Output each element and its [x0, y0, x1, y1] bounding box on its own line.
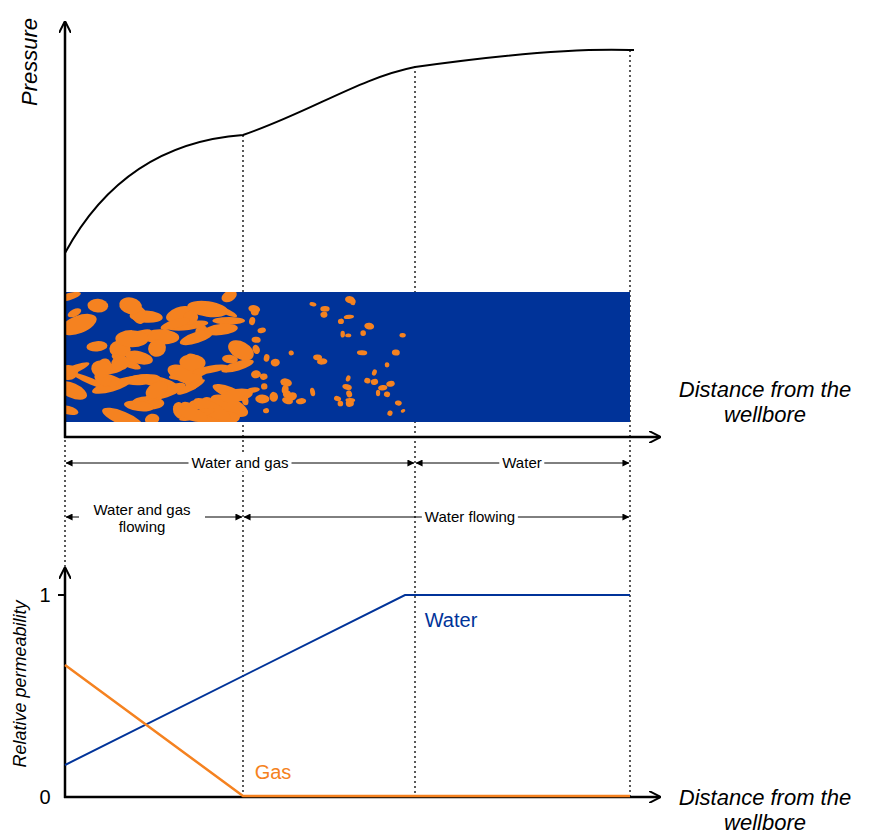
- gas-bubble: [66, 359, 91, 383]
- gas-bubble: [212, 317, 245, 325]
- gas-bubble: [123, 399, 154, 413]
- axis-title: Distance from the wellbore: [670, 377, 860, 428]
- gas-bubble: [241, 395, 249, 405]
- gas-bubble: [385, 362, 390, 367]
- gas-bubble: [251, 308, 260, 316]
- zone-label: Water and gas flowing: [79, 501, 205, 536]
- gas-bubble: [394, 400, 402, 406]
- gas-bubble: [342, 383, 353, 391]
- gas-bubble: [115, 330, 149, 348]
- zone-label: Water and gas: [189, 454, 292, 471]
- gas-bubble: [360, 330, 366, 336]
- gas-bubble: [159, 315, 191, 332]
- gas-bubble: [177, 404, 209, 422]
- gas-bubble: [124, 348, 154, 367]
- gas-bubble: [66, 292, 82, 304]
- tick-label: 1: [39, 584, 50, 607]
- gas-bubble: [337, 401, 343, 407]
- gas-bubble: [263, 354, 270, 363]
- gas-bubble: [66, 377, 90, 403]
- gas-bubble: [345, 375, 351, 383]
- gas-bubble: [219, 292, 238, 305]
- gas-bubble: [255, 394, 269, 403]
- gas-bubble: [248, 316, 256, 325]
- gas-bubble: [386, 380, 396, 388]
- gas-bubble: [66, 404, 79, 417]
- gas-bubble: [100, 404, 146, 422]
- gas-bubble: [261, 383, 268, 390]
- gas-bubble: [345, 333, 351, 337]
- water-curve: [65, 595, 630, 765]
- gas-bubble: [320, 306, 330, 312]
- gas-bubble: [383, 391, 390, 398]
- gas-bubble: [345, 399, 354, 408]
- gas-bubble: [251, 370, 262, 379]
- gas-bubble: [86, 340, 108, 352]
- gas-bubble: [279, 377, 292, 388]
- zone-label: Water flowing: [422, 508, 518, 525]
- gas-bubble: [296, 398, 307, 405]
- gas-bubble: [89, 358, 113, 380]
- porous-medium: [65, 292, 630, 422]
- axis-title: Pressure: [17, 18, 42, 106]
- gas-bubble: [400, 409, 406, 414]
- gas-bubble: [313, 354, 322, 361]
- gas-bubble: [288, 350, 294, 356]
- gas-bubble: [399, 333, 406, 338]
- gas-bubble: [263, 408, 270, 414]
- axis-tick: [58, 594, 65, 596]
- gas-bubble: [364, 322, 375, 330]
- gas-bubble: [376, 390, 380, 396]
- axis-title: Relative permeability: [10, 600, 31, 767]
- gas-bubble: [345, 390, 353, 399]
- gas-bubble: [175, 377, 206, 398]
- gas-curve: [65, 665, 630, 796]
- gas-bubble: [357, 350, 368, 355]
- gas-bubble: [387, 410, 394, 417]
- gas-bubble: [118, 295, 144, 316]
- gas-bubble: [309, 301, 317, 307]
- gas-bubble: [107, 373, 148, 388]
- gas-bubble: [257, 327, 266, 334]
- gas-bubble: [203, 322, 238, 337]
- gas-bubble: [338, 318, 344, 324]
- gas-bubble: [259, 373, 268, 381]
- gas-bubble: [344, 295, 355, 304]
- gas-bubble: [66, 310, 100, 340]
- gas-bubble: [371, 369, 378, 377]
- gas-bubble: [269, 392, 278, 402]
- gas-bubble: [309, 387, 316, 397]
- gas-bubble: [192, 362, 229, 376]
- y-axis: [64, 22, 67, 438]
- gas-bubble: [144, 412, 160, 422]
- gas-bubble: [270, 358, 280, 366]
- gas-bubble: [392, 349, 401, 356]
- gas-bubble: [285, 391, 298, 403]
- gas-bubble: [246, 387, 261, 394]
- pressure-curve: [65, 50, 634, 253]
- axis-title: Distance from the wellbore: [670, 785, 860, 836]
- gas-bubble: [363, 377, 371, 384]
- gas-bubble: [344, 314, 355, 319]
- x-axis: [64, 436, 660, 439]
- gas-bubble: [320, 311, 328, 318]
- gas-bubbles: [66, 292, 406, 422]
- gas-bubble: [251, 344, 261, 355]
- curve-label: Water: [425, 609, 478, 632]
- gas-bubble: [251, 336, 261, 343]
- zone-label: Water: [499, 454, 544, 471]
- gas-bubble: [370, 378, 379, 386]
- curve-label: Gas: [255, 761, 292, 784]
- gas-bubble: [87, 298, 108, 313]
- gas-bubble: [378, 384, 388, 391]
- gas-bubble: [340, 331, 345, 338]
- tick-label: 0: [39, 786, 50, 809]
